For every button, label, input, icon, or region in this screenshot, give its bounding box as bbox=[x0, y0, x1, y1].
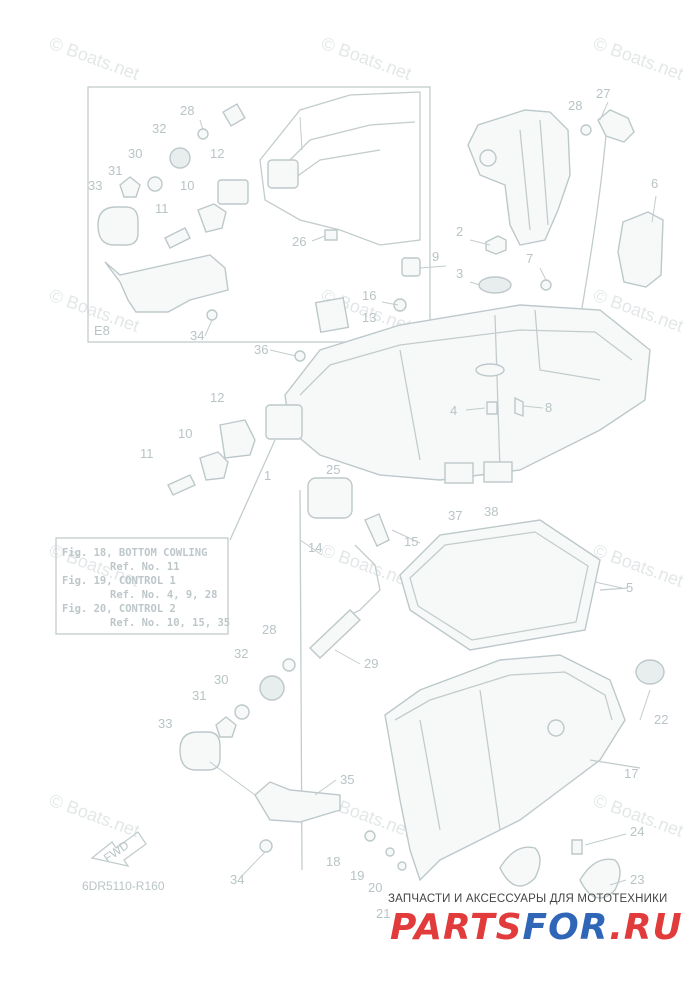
callout: 29 bbox=[364, 656, 378, 671]
callout: 4 bbox=[450, 403, 457, 418]
middle-parts bbox=[299, 477, 629, 871]
callout: 30 bbox=[128, 146, 142, 161]
callout: 37 bbox=[448, 508, 462, 523]
note-line: Ref. No. 10, 15, 35 bbox=[110, 617, 230, 629]
callout: 22 bbox=[654, 712, 668, 727]
callout: 18 bbox=[326, 854, 340, 869]
callout: 25 bbox=[326, 462, 340, 477]
callout-layer: 28 32 30 12 31 10 33 11 26 34 27 28 6 2 … bbox=[88, 86, 668, 921]
callout: 11 bbox=[155, 201, 169, 216]
leader-lines bbox=[209, 101, 657, 886]
callout: 32 bbox=[152, 121, 166, 136]
left-control-parts bbox=[167, 419, 276, 541]
callout: 13 bbox=[362, 310, 376, 325]
lower-left-parts bbox=[179, 658, 341, 853]
brand-logo[interactable]: PARTSFOR.RU bbox=[390, 907, 683, 948]
upper-right-parts bbox=[401, 109, 664, 321]
callout: 34 bbox=[230, 872, 244, 887]
callout: 6 bbox=[651, 176, 658, 191]
callout: 8 bbox=[545, 400, 552, 415]
note-line: Fig. 19, CONTROL 1 bbox=[62, 575, 176, 587]
callout: 23 bbox=[630, 872, 644, 887]
callout: 2 bbox=[456, 224, 463, 239]
callout: 33 bbox=[88, 178, 102, 193]
watermark: © Boats.net bbox=[591, 540, 686, 591]
callout: 19 bbox=[350, 868, 364, 883]
callout: 16 bbox=[362, 288, 376, 303]
brand-name-part3: .RU bbox=[609, 907, 683, 948]
brand-name-part1: PARTS bbox=[390, 907, 523, 948]
fwd-arrow: FWD bbox=[90, 831, 147, 867]
diagram-code: 6DR5110-R160 bbox=[82, 879, 165, 893]
lower-cover bbox=[364, 654, 665, 899]
watermark: © Boats.net bbox=[319, 540, 414, 591]
callout: 34 bbox=[190, 328, 204, 343]
callout: 31 bbox=[192, 688, 206, 703]
note-line: Fig. 18, BOTTOM COWLING bbox=[62, 547, 207, 559]
callout: 35 bbox=[340, 772, 354, 787]
callout: 36 bbox=[254, 342, 268, 357]
callout: 24 bbox=[630, 824, 644, 839]
callout: 28 bbox=[568, 98, 582, 113]
callout: 28 bbox=[180, 103, 194, 118]
callout: 7 bbox=[526, 251, 533, 266]
note-line: Ref. No. 11 bbox=[110, 561, 180, 573]
callout: 33 bbox=[158, 716, 172, 731]
callout: 3 bbox=[456, 266, 463, 281]
bottom-cowling bbox=[265, 296, 651, 484]
callout: 20 bbox=[368, 880, 382, 895]
callout: 28 bbox=[262, 622, 276, 637]
note-line: Fig. 20, CONTROL 2 bbox=[62, 603, 176, 615]
callout: 14 bbox=[308, 540, 322, 555]
callout: 30 bbox=[214, 672, 228, 687]
callout: 21 bbox=[376, 906, 390, 921]
callout: 12 bbox=[210, 146, 224, 161]
callout: 32 bbox=[234, 646, 248, 661]
brand-name-part2: FOR bbox=[522, 907, 610, 948]
watermark: © Boats.net bbox=[47, 790, 142, 841]
note-line: Ref. No. 4, 9, 28 bbox=[110, 589, 217, 601]
inset-label: E8 bbox=[94, 323, 110, 338]
callout: 26 bbox=[292, 234, 306, 249]
callout: 11 bbox=[140, 446, 154, 461]
callout: 10 bbox=[180, 178, 194, 193]
inset-e8: E8 bbox=[87, 86, 431, 343]
watermark: © Boats.net bbox=[591, 33, 686, 84]
callout: 31 bbox=[108, 163, 122, 178]
reference-note: Fig. 18, BOTTOM COWLING Ref. No. 11 Fig.… bbox=[55, 537, 230, 635]
fwd-label: FWD bbox=[101, 838, 132, 865]
callout: 17 bbox=[624, 766, 638, 781]
callout: 27 bbox=[596, 86, 610, 101]
callout: 12 bbox=[210, 390, 224, 405]
callout: 10 bbox=[178, 426, 192, 441]
callout: 38 bbox=[484, 504, 498, 519]
brand-subtitle: ЗАПЧАСТИ И АКСЕССУАРЫ ДЛЯ МОТОТЕХНИКИ bbox=[388, 893, 668, 905]
callout: 5 bbox=[626, 580, 633, 595]
callout: 1 bbox=[264, 468, 271, 483]
callout: 9 bbox=[432, 249, 439, 264]
watermark: © Boats.net bbox=[47, 33, 142, 84]
watermark: © Boats.net bbox=[319, 33, 414, 84]
